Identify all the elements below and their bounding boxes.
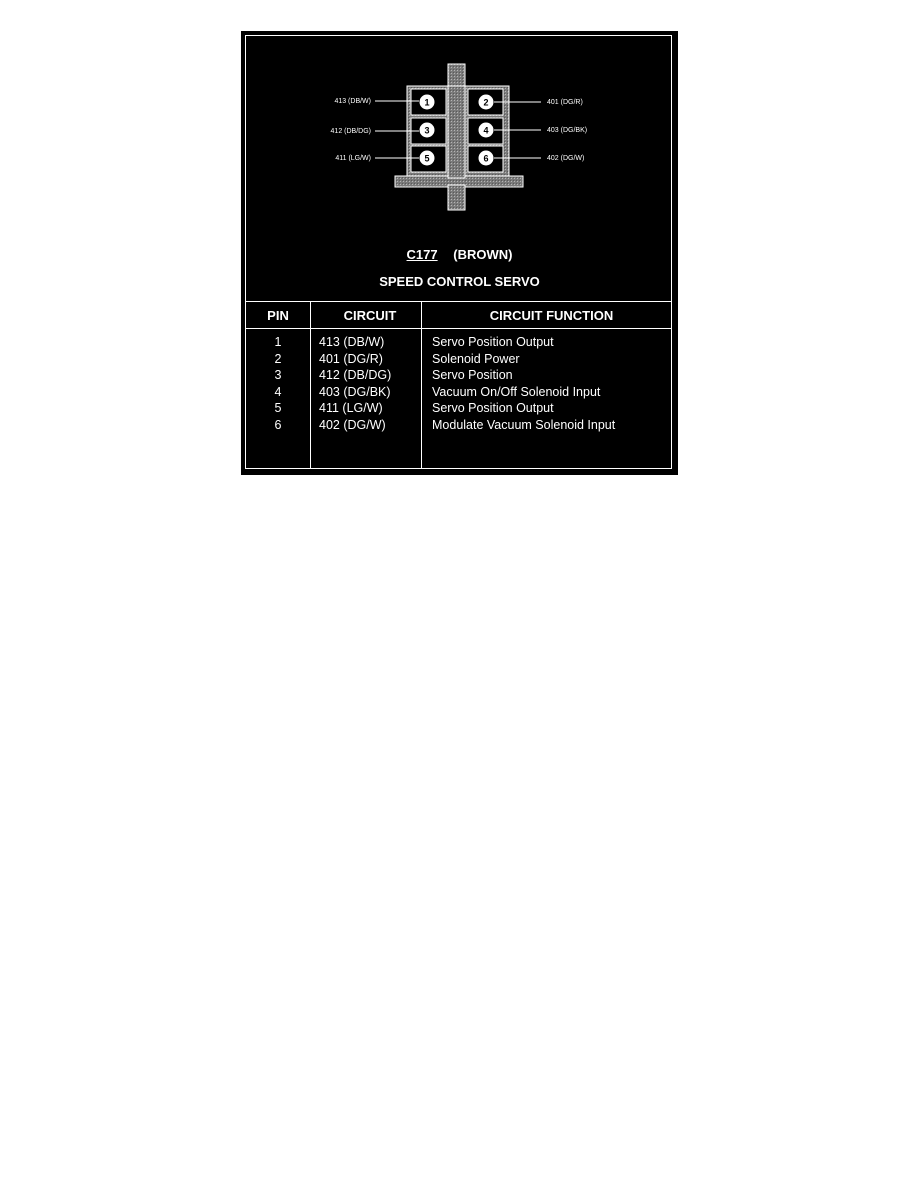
connector-figure: 1 2 3 4 5 6	[241, 31, 678, 475]
pin-cavity-6: 6	[467, 145, 504, 173]
table-row-circuit: 402 (DG/W)	[319, 417, 386, 432]
callout-label-6: 402 (DG/W)	[547, 155, 584, 162]
connector-key-bottom	[447, 184, 466, 211]
table-row-pin: 4	[274, 384, 282, 399]
pin-table-header: PIN CIRCUIT CIRCUIT FUNCTION	[246, 301, 671, 329]
table-row-function: Modulate Vacuum Solenoid Input	[432, 417, 616, 432]
header-circuit-function: CIRCUIT FUNCTION	[421, 301, 671, 329]
callout-label-3: 412 (DB/DG)	[331, 128, 371, 135]
pin-cavity-5: 5	[410, 145, 447, 173]
svg-text:6: 6	[483, 154, 488, 164]
table-row-circuit: 411 (LG/W)	[319, 401, 383, 415]
table-row-function: Servo Position	[432, 368, 513, 382]
header-circuit: CIRCUIT	[310, 301, 422, 329]
connector-color: (BROWN)	[453, 247, 513, 262]
callout-label-1: 413 (DB/W)	[334, 98, 371, 105]
callout-label-4: 403 (DG/BK)	[547, 127, 587, 134]
svg-text:5: 5	[424, 154, 429, 164]
function-column: Servo Position Output Solenoid Power Ser…	[421, 328, 671, 469]
connector-diagram: 1 2 3 4 5 6	[331, 63, 587, 211]
table-row-pin: 1	[274, 335, 282, 349]
connector-code: C177	[406, 247, 438, 262]
pin-table: PIN CIRCUIT CIRCUIT FUNCTION 1 2 3 4 5 6…	[246, 301, 671, 469]
svg-text:4: 4	[483, 126, 488, 136]
pin-table-body: 1 2 3 4 5 6 413 (DB/W) 401 (DG/R) 412 (D…	[246, 328, 671, 470]
table-row-pin: 6	[274, 417, 282, 432]
table-row-function: Servo Position Output	[432, 335, 554, 349]
callout-label-2: 401 (DG/R)	[547, 99, 583, 106]
table-row-circuit: 412 (DB/DG)	[319, 368, 392, 382]
svg-text:2: 2	[483, 98, 488, 108]
table-row-function: Solenoid Power	[432, 351, 520, 366]
pin-cavity-1: 1	[410, 88, 447, 116]
table-row-circuit: 403 (DG/BK)	[319, 384, 391, 399]
table-row-pin: 3	[274, 368, 282, 382]
connector-name: SPEED CONTROL SERVO	[379, 274, 540, 289]
pin-cavity-4: 4	[467, 117, 504, 145]
header-pin: PIN	[246, 301, 311, 329]
table-row-function: Servo Position Output	[432, 401, 554, 415]
callout-label-5: 411 (LG/W)	[335, 155, 371, 162]
table-row-circuit: 413 (DB/W)	[319, 335, 385, 349]
connector-center-rib	[447, 85, 466, 179]
table-row-function: Vacuum On/Off Solenoid Input	[432, 384, 601, 399]
circuit-column: 413 (DB/W) 401 (DG/R) 412 (DB/DG) 403 (D…	[310, 328, 422, 469]
connector-id: C177 (BROWN)	[241, 247, 678, 262]
svg-text:3: 3	[424, 126, 429, 136]
pin-column: 1 2 3 4 5 6	[246, 329, 311, 470]
table-row-circuit: 401 (DG/R)	[319, 351, 383, 366]
table-row-pin: 5	[274, 401, 282, 415]
svg-text:1: 1	[424, 98, 429, 108]
table-row-pin: 2	[274, 351, 282, 366]
